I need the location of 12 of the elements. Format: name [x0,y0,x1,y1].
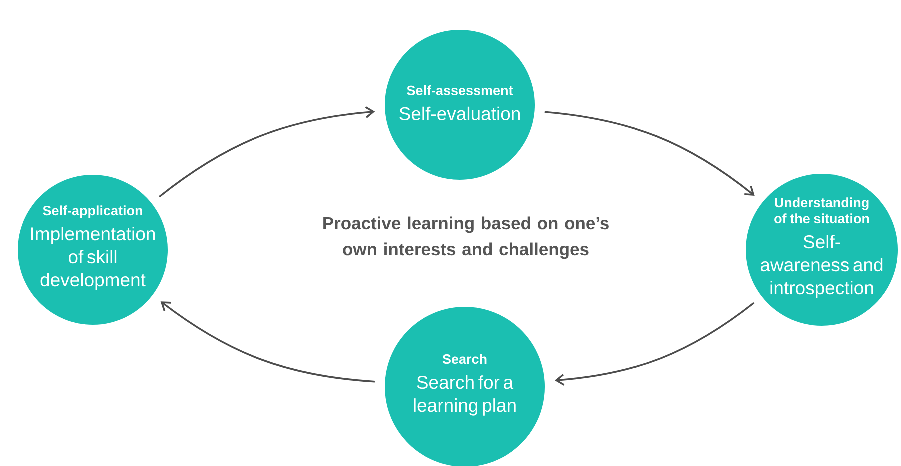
arrow [554,302,755,386]
arrow [159,106,376,198]
arrow [544,111,755,196]
node-text: Self-application Implementation of skill development [31,206,156,290]
circle-node [18,175,168,325]
center-text: Proactive learning based on one’s own interests and challenges [324,216,609,260]
node-text: Understanding of the situation Self-awareness and introspection [760,198,883,298]
circle-node [746,174,898,326]
circle-node [385,30,535,180]
arrow [160,302,376,383]
node-text: Search Search for a learning plan [414,354,516,416]
node-text: Self-assessment Self-evaluation [400,86,520,120]
